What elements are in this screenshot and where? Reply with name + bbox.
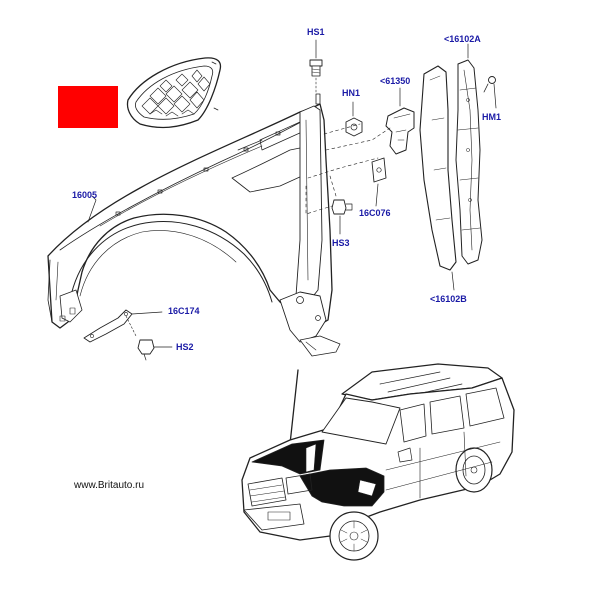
label-hn1[interactable]: HN1 <box>342 88 361 98</box>
label-hs1[interactable]: HS1 <box>307 27 325 37</box>
assembly-guides <box>305 123 391 215</box>
highlight-marker <box>58 86 118 128</box>
label-16102b[interactable]: <16102B <box>430 294 467 304</box>
label-hs2[interactable]: HS2 <box>176 342 194 352</box>
pin-hm1-icon[interactable] <box>483 76 497 109</box>
nut-hn1-icon[interactable] <box>345 101 363 137</box>
label-16005[interactable]: 16005 <box>72 190 98 200</box>
screw-hs3-icon[interactable] <box>331 199 353 235</box>
leader-16005 <box>87 195 97 223</box>
label-61350[interactable]: <61350 <box>380 76 411 86</box>
fender-vent-icon[interactable] <box>126 57 222 129</box>
bracket-16c174-icon[interactable] <box>83 309 163 343</box>
label-hm1[interactable]: HM1 <box>482 112 502 122</box>
seal-16102a-icon[interactable] <box>455 43 483 265</box>
clip-16c076-icon[interactable] <box>371 157 387 207</box>
locator-leader-line <box>289 369 299 445</box>
label-hs3[interactable]: HS3 <box>332 238 350 248</box>
bracket-61350-icon[interactable] <box>385 87 415 155</box>
panel-16102b-icon[interactable] <box>419 65 457 291</box>
bolt-hs1-icon[interactable] <box>309 39 323 93</box>
suv-locator-drawing <box>241 363 515 561</box>
front-fender-part[interactable] <box>47 93 341 357</box>
website-text: www.Britauto.ru <box>74 480 145 491</box>
label-16c174[interactable]: 16C174 <box>168 306 200 316</box>
label-16102a[interactable]: <16102A <box>444 34 481 44</box>
screw-hs2-icon[interactable] <box>137 339 173 361</box>
label-16c076[interactable]: 16C076 <box>359 208 391 218</box>
